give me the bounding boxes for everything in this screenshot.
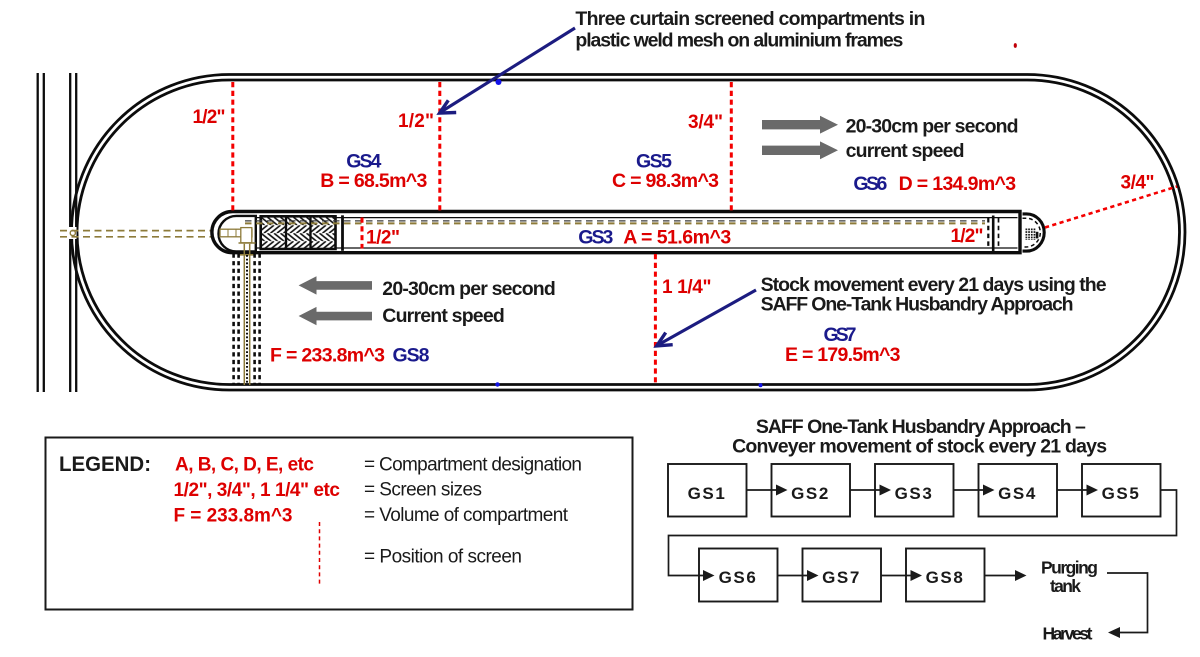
svg-text:B = 68.5m^3: B = 68.5m^3 <box>320 170 427 192</box>
svg-text:1/2": 1/2" <box>366 228 400 249</box>
svg-text:tank: tank <box>1050 576 1081 596</box>
svg-text:GS6: GS6 <box>853 173 887 195</box>
svg-text:= Position of screen: = Position of screen <box>364 547 522 568</box>
svg-text:1 1/4": 1 1/4" <box>662 277 712 298</box>
svg-text:GS3: GS3 <box>578 227 613 249</box>
svg-text:GS7: GS7 <box>822 568 861 587</box>
svg-text:Current speed: Current speed <box>382 305 505 327</box>
svg-text:F = 233.8m^3: F = 233.8m^3 <box>174 506 293 527</box>
svg-text:Three curtain screened compart: Three curtain screened compartments in <box>575 8 925 30</box>
svg-text:Conveyer movement of stock eve: Conveyer movement of stock every 21 days <box>732 436 1107 458</box>
svg-text:20-30cm per second: 20-30cm per second <box>846 116 1019 138</box>
svg-text:3/4": 3/4" <box>688 112 723 133</box>
svg-text:= Compartment designation: = Compartment designation <box>364 455 582 476</box>
svg-text:Harvest: Harvest <box>1043 624 1093 644</box>
svg-text:A, B, C, D, E, etc: A, B, C, D, E, etc <box>175 455 314 476</box>
svg-text:= Volume of compartment: = Volume of compartment <box>364 505 569 526</box>
svg-text:E = 179.5m^3: E = 179.5m^3 <box>785 344 901 366</box>
svg-text:GS5: GS5 <box>1102 484 1141 503</box>
svg-text:A = 51.6m^3: A = 51.6m^3 <box>623 227 731 249</box>
svg-text:F = 233.8m^3: F = 233.8m^3 <box>270 345 385 367</box>
svg-text:GS5: GS5 <box>636 151 672 173</box>
svg-text:3/4": 3/4" <box>1121 173 1155 194</box>
svg-text:GS7: GS7 <box>824 324 857 346</box>
svg-text:SAFF One-Tank Husbandry Approa: SAFF One-Tank Husbandry Approach – <box>756 416 1086 438</box>
svg-text:SAFF One-Tank Husbandry Approa: SAFF One-Tank Husbandry Approach <box>761 294 1074 316</box>
svg-text:GS3: GS3 <box>895 484 934 503</box>
svg-text:current speed: current speed <box>846 140 965 162</box>
svg-text:1/2", 3/4", 1 1/4" etc: 1/2", 3/4", 1 1/4" etc <box>174 480 341 501</box>
svg-text:GS2: GS2 <box>791 484 830 503</box>
svg-text:Purging: Purging <box>1041 558 1098 578</box>
svg-text:= Screen sizes: = Screen sizes <box>364 480 482 501</box>
svg-text:C = 98.3m^3: C = 98.3m^3 <box>612 170 719 192</box>
svg-text:Stock movement every 21 days u: Stock movement every 21 days using the <box>761 274 1107 296</box>
svg-text:GS8: GS8 <box>393 345 430 367</box>
svg-text:plastic weld mesh on aluminium: plastic weld mesh on aluminium frames <box>575 30 903 52</box>
svg-text:GS6: GS6 <box>719 568 758 587</box>
svg-text:D = 134.9m^3: D = 134.9m^3 <box>899 173 1017 195</box>
svg-text:LEGEND:: LEGEND: <box>59 452 151 476</box>
svg-text:GS8: GS8 <box>926 568 965 587</box>
svg-text:1/2": 1/2" <box>398 111 434 132</box>
svg-text:20-30cm per second: 20-30cm per second <box>382 278 556 300</box>
svg-text:1/2": 1/2" <box>193 107 226 128</box>
svg-text:GS4: GS4 <box>998 484 1037 503</box>
svg-text:GS4: GS4 <box>346 151 381 173</box>
svg-text:1/2": 1/2" <box>951 226 984 247</box>
svg-text:GS1: GS1 <box>688 484 727 503</box>
